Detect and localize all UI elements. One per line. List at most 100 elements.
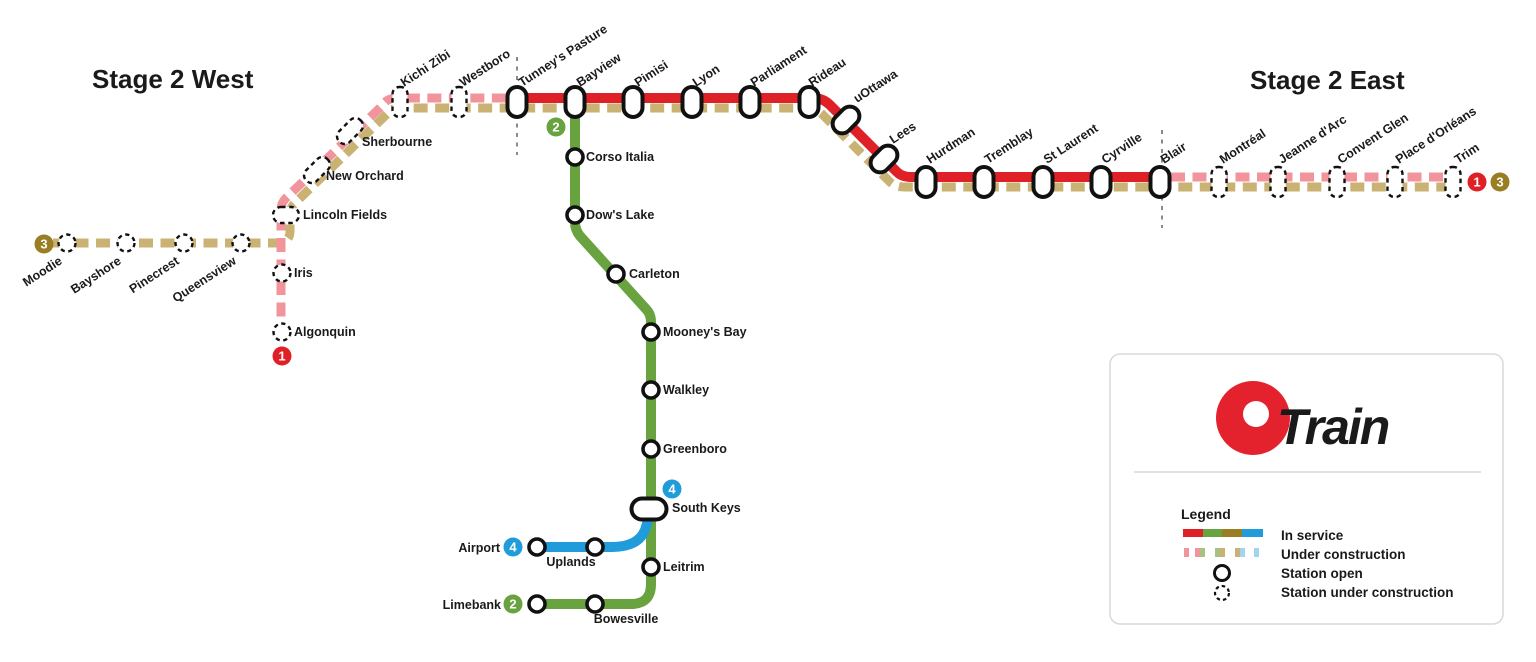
svg-text:4: 4 bbox=[509, 540, 517, 555]
station-label-airport: Airport bbox=[458, 541, 501, 555]
station-label-walkley: Walkley bbox=[663, 383, 709, 397]
station-marker-st-laurent bbox=[1031, 165, 1055, 199]
station-marker-dows-lake bbox=[565, 205, 585, 225]
legend-station-open-label: Station open bbox=[1281, 566, 1363, 581]
station-marker-tremblay bbox=[972, 165, 996, 199]
station-marker-queensview bbox=[231, 233, 251, 253]
station-marker-pimisi bbox=[621, 85, 645, 119]
otrain-logo: Train bbox=[1216, 381, 1391, 455]
svg-text:3: 3 bbox=[1496, 175, 1503, 190]
station-marker-mooneys-bay bbox=[641, 322, 661, 342]
station-label-kichi-zibi: Kichi Zibi bbox=[398, 47, 453, 89]
station-marker-carleton bbox=[606, 264, 626, 284]
station-marker-algonquin bbox=[272, 322, 292, 342]
station-marker-hurdman bbox=[914, 165, 938, 199]
station-marker-bayview bbox=[563, 85, 587, 119]
station-label-pimisi: Pimisi bbox=[632, 58, 671, 90]
station-marker-greenboro bbox=[641, 439, 661, 459]
legend-panel-box bbox=[1109, 353, 1504, 625]
station-label-carleton: Carleton bbox=[629, 267, 680, 281]
legend-title: Legend bbox=[1181, 506, 1231, 522]
station-marker-uplands bbox=[585, 537, 605, 557]
station-marker-lyon bbox=[680, 85, 704, 119]
stage-east-title: Stage 2 East bbox=[1250, 65, 1405, 95]
station-label-cyrville: Cyrville bbox=[1099, 130, 1145, 166]
svg-text:1: 1 bbox=[278, 349, 285, 364]
station-label-st-laurent: St Laurent bbox=[1041, 121, 1101, 167]
station-marker-leitrim bbox=[641, 557, 661, 577]
legend-station-under-construction-label: Station under construction bbox=[1281, 585, 1454, 600]
station-label-montreal: Montréal bbox=[1217, 126, 1268, 166]
svg-text:1: 1 bbox=[1473, 175, 1480, 190]
line4-badge-south-keys: 4 bbox=[662, 479, 682, 499]
station-marker-bayshore bbox=[116, 233, 136, 253]
station-marker-uottawa bbox=[830, 104, 862, 136]
station-label-uottawa: uOttawa bbox=[851, 66, 901, 105]
station-marker-sherbourne bbox=[335, 116, 365, 146]
station-label-bayview: Bayview bbox=[574, 50, 624, 89]
station-marker-corso-italia bbox=[565, 147, 585, 167]
station-under-construction-swatch-icon bbox=[1213, 584, 1231, 602]
station-marker-walkley bbox=[641, 380, 661, 400]
svg-text:2: 2 bbox=[552, 120, 559, 135]
station-marker-jeanne-darc bbox=[1269, 165, 1287, 199]
line3-badge-trim: 3 bbox=[1490, 172, 1510, 192]
station-marker-lincoln-fields bbox=[271, 205, 301, 225]
station-label-lincoln-fields: Lincoln Fields bbox=[303, 208, 387, 222]
line4-in-service-path bbox=[537, 512, 655, 552]
station-label-tremblay: Tremblay bbox=[982, 125, 1036, 167]
station-marker-lees bbox=[868, 143, 900, 175]
station-marker-iris bbox=[272, 263, 292, 283]
svg-text:4: 4 bbox=[668, 482, 676, 497]
line2-badge-limebank: 2 bbox=[503, 594, 523, 614]
station-label-bayshore: Bayshore bbox=[68, 254, 123, 297]
station-open-swatch-icon bbox=[1213, 564, 1231, 582]
legend-in-service-label: In service bbox=[1281, 528, 1344, 543]
station-label-sherbourne: Sherbourne bbox=[362, 135, 432, 149]
station-marker-limebank bbox=[527, 594, 547, 614]
station-label-lyon: Lyon bbox=[690, 62, 722, 90]
station-label-dows-lake: Dow's Lake bbox=[586, 208, 654, 222]
station-label-algonquin: Algonquin bbox=[294, 325, 356, 339]
station-label-iris: Iris bbox=[294, 266, 313, 280]
station-label-parliament: Parliament bbox=[748, 43, 810, 90]
station-label-new-orchard: New Orchard bbox=[326, 169, 404, 183]
station-marker-bowesville bbox=[585, 594, 605, 614]
stage-west-title: Stage 2 West bbox=[92, 64, 254, 94]
line1-badge-trim: 1 bbox=[1467, 172, 1487, 192]
station-marker-parliament bbox=[738, 85, 762, 119]
station-marker-westboro bbox=[450, 85, 468, 119]
station-label-lees: Lees bbox=[887, 119, 919, 146]
station-label-south-keys: South Keys bbox=[672, 501, 741, 515]
station-label-bowesville: Bowesville bbox=[594, 612, 659, 626]
station-marker-new-orchard bbox=[302, 155, 332, 185]
svg-text:3: 3 bbox=[40, 237, 47, 252]
station-marker-blair bbox=[1148, 165, 1172, 199]
station-label-moodie: Moodie bbox=[20, 254, 64, 290]
under-construction-swatch-icon bbox=[1184, 548, 1259, 557]
station-label-blair: Blair bbox=[1158, 140, 1189, 167]
station-marker-montreal bbox=[1210, 165, 1228, 199]
station-marker-cyrville bbox=[1089, 165, 1113, 199]
otrain-logo-hole bbox=[1243, 401, 1269, 427]
station-marker-south-keys bbox=[629, 496, 669, 522]
station-label-corso-italia: Corso Italia bbox=[586, 150, 655, 164]
station-marker-trim bbox=[1444, 165, 1462, 199]
station-label-westboro: Westboro bbox=[457, 46, 513, 89]
station-label-trim: Trim bbox=[1452, 140, 1482, 166]
station-marker-moodie bbox=[57, 233, 77, 253]
station-marker-tunneys-pasture bbox=[505, 85, 529, 119]
svg-text:2: 2 bbox=[509, 597, 516, 612]
station-label-uplands: Uplands bbox=[546, 555, 595, 569]
line2-in-service-path bbox=[537, 101, 656, 609]
station-marker-pinecrest bbox=[174, 233, 194, 253]
legend-under-construction-label: Under construction bbox=[1281, 547, 1406, 562]
line3-badge-moodie: 3 bbox=[34, 234, 54, 254]
line2-badge-bayview: 2 bbox=[546, 117, 566, 137]
in-service-swatch-icon bbox=[1183, 529, 1263, 537]
station-marker-kichi-zibi bbox=[391, 85, 409, 119]
station-label-leitrim: Leitrim bbox=[663, 560, 705, 574]
line4-badge-airport: 4 bbox=[503, 537, 523, 557]
station-label-queensview: Queensview bbox=[170, 254, 239, 306]
